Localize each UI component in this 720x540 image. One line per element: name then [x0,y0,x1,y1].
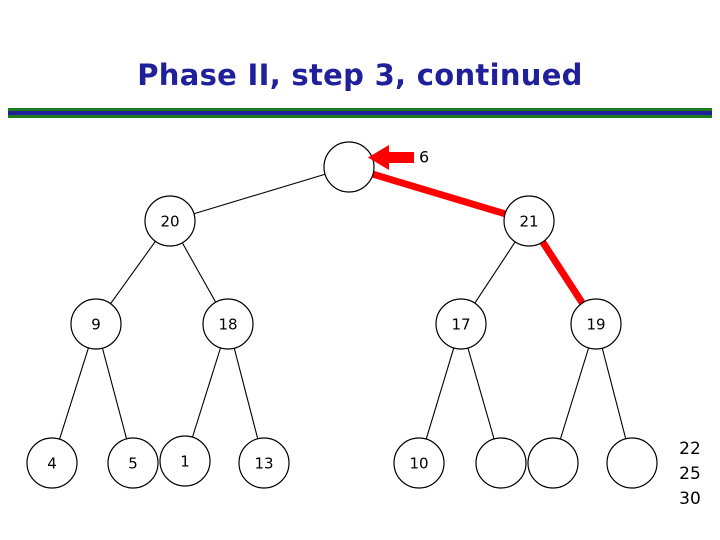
tree-edge-n20-n18 [181,242,217,303]
tree-edge-n9-n5 [101,348,128,439]
tree-node-n19[interactable]: 19 [570,298,622,350]
node-circle [26,437,78,489]
highlight-edge-layer [371,170,586,305]
tree-node-root[interactable] [323,141,375,193]
node-circle [606,437,658,489]
overflow-list: 22 25 30 [679,439,701,509]
tree-edge-root-n21 [371,170,507,218]
node-label: 21 [519,213,538,231]
node-circle [393,437,445,489]
node-label: 17 [451,316,470,334]
divider-green-bottom [8,115,712,118]
node-label: 18 [218,316,237,334]
tree-node-n13[interactable]: 13 [238,437,290,489]
tree-node-n5[interactable]: 5 [107,437,159,489]
node-circle [435,298,487,350]
node-circle [475,437,527,489]
node-label: 1 [180,453,190,471]
tree-edge-n21-n19 [539,240,586,305]
tree-node-n18[interactable]: 18 [202,298,254,350]
node-circle [70,298,122,350]
overflow-item: 25 [679,464,701,484]
tree-node-n10[interactable]: 10 [393,437,445,489]
tree-edge-n18-n1 [191,347,222,438]
node-circle [159,435,211,487]
overflow-item: 30 [679,489,701,509]
divider-navy [8,111,712,115]
node-circle [202,298,254,350]
node-circle [144,195,196,247]
arrow-label: 6 [419,148,429,167]
tree-node-n20[interactable]: 20 [144,195,196,247]
node-label: 4 [47,455,57,473]
node-label: 10 [409,455,428,473]
tree-node-n4[interactable]: 4 [26,437,78,489]
page-title: Phase II, step 3, continued [137,58,583,92]
divider-green-top [8,108,712,111]
tree-edge-n19-ne3 [601,348,627,439]
overflow-item: 22 [679,439,701,459]
tree-edge-n17-n10 [425,347,455,440]
node-circle [107,437,159,489]
node-label: 20 [160,213,179,231]
node-circle [503,195,555,247]
arrow-shaft [385,152,414,163]
node-circle [323,141,375,193]
node-circle [238,437,290,489]
tree-edge-n9-n4 [59,347,89,440]
node-layer: 20 21 9 18 17 19 4 5 1 13 10 [26,141,658,489]
tree-edge-n21-n17 [474,241,516,304]
tree-edge-n20-n9 [110,240,156,305]
node-label: 13 [254,455,273,473]
tree-node-n1[interactable]: 1 [159,435,211,487]
insert-arrow [368,145,414,170]
tree-diagram: 20 21 9 18 17 19 4 5 1 13 10 6 22 25 30 [0,120,720,540]
tree-node-ne3[interactable] [606,437,658,489]
tree-node-n9[interactable]: 9 [70,298,122,350]
node-circle [570,298,622,350]
tree-node-n17[interactable]: 17 [435,298,487,350]
tree-edge-n19-ne2 [559,347,590,440]
tree-edge-n18-n13 [233,348,259,439]
node-label: 5 [128,455,138,473]
edge-layer [59,173,627,440]
tree-svg: 20 21 9 18 17 19 4 5 1 13 10 6 22 25 30 [26,141,701,509]
tree-edge-n17-ne1 [467,347,495,440]
arrow-head [368,145,389,170]
tree-node-ne1[interactable] [475,437,527,489]
tree-node-ne2[interactable] [527,437,579,489]
tree-node-n21[interactable]: 21 [503,195,555,247]
node-label: 9 [91,316,101,334]
tree-edge-root-n20 [193,173,326,215]
node-circle [527,437,579,489]
node-label: 19 [586,316,605,334]
